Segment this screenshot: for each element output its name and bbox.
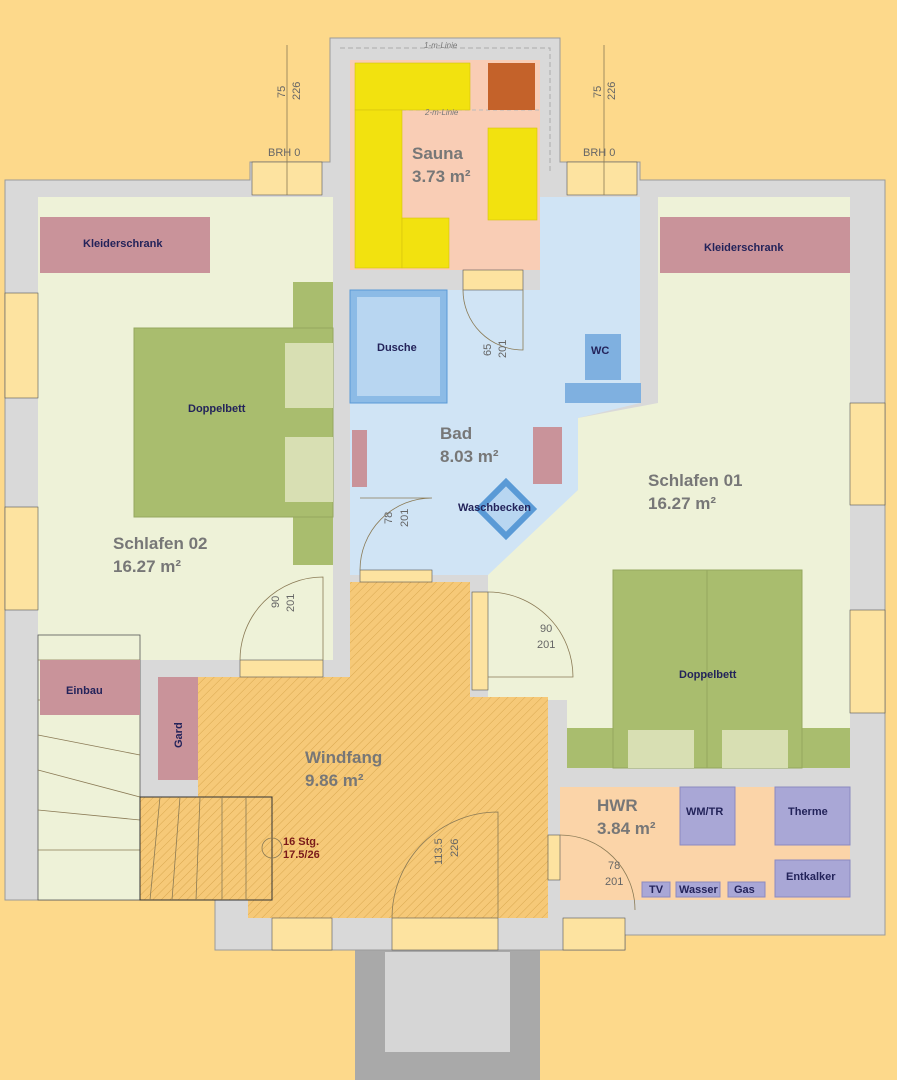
label-tv: TV [649, 884, 664, 896]
dim-door-sauna-height: 201 [497, 340, 509, 358]
wardrobe-left [40, 217, 210, 273]
dim-door-bad-width: 78 [383, 512, 395, 524]
dim-entry-door-height: 226 [449, 839, 461, 857]
dim-window-left-width: 75 [276, 86, 288, 98]
pillow [722, 730, 788, 768]
room-name-schlafen-02: Schlafen 02 [113, 534, 208, 553]
sauna-bench-right [487, 127, 538, 221]
dim-window-right-width: 75 [592, 86, 604, 98]
wardrobe-gard [158, 677, 198, 780]
wc-tank [565, 383, 641, 403]
label-2m-line: 2-m-Linie [424, 108, 459, 117]
dim-window-right-height: 226 [606, 82, 618, 100]
wc [585, 334, 621, 380]
label-entkalker: Entkalker [786, 871, 836, 883]
door-bad[interactable] [359, 569, 433, 583]
water-connection [675, 881, 721, 898]
window-right-1 [849, 402, 886, 506]
room-name-schlafen-01: Schlafen 01 [648, 471, 743, 490]
room-area-windfang: 9.86 m² [305, 771, 364, 790]
pillow [628, 730, 694, 768]
wardrobe-right [660, 217, 850, 273]
door-hwr[interactable] [547, 834, 561, 881]
entry-landing [385, 952, 510, 1052]
window-bottom-right [562, 917, 626, 951]
tv-connection [641, 881, 671, 898]
label-waschbecken: Waschbecken [458, 502, 531, 514]
label-therme: Therme [788, 806, 828, 818]
room-area-schlafen-02: 16.27 m² [113, 557, 181, 576]
label-stairs-count: 16 Stg. [283, 836, 319, 848]
shower-tray [357, 297, 440, 396]
dim-window-left-height: 226 [291, 82, 303, 100]
label-wasser: Wasser [679, 884, 718, 896]
label-dusche: Dusche [377, 342, 417, 354]
label-stairs-ratio: 17.5/26 [283, 849, 320, 861]
window-left-2 [4, 506, 39, 611]
label-1m-line: 1-m-Linie [424, 41, 458, 50]
door-sauna[interactable] [462, 269, 524, 291]
dim-door-schlafen01-height: 201 [537, 639, 555, 651]
pillow [285, 343, 333, 408]
window-bottom-left [271, 917, 333, 951]
therme [774, 786, 851, 846]
gas-connection [727, 881, 766, 898]
door-schlafen-02[interactable] [239, 659, 324, 678]
dim-door-schlafen01-width: 90 [540, 623, 552, 635]
dim-door-hwr-width: 78 [608, 860, 620, 872]
sauna-bench-left [354, 109, 403, 269]
door-schlafen-01[interactable] [471, 591, 489, 691]
washer-dryer [679, 786, 736, 846]
sauna-bench-top [354, 62, 471, 111]
window-top-right [566, 161, 638, 196]
dim-door-schlafen02-height: 201 [285, 594, 297, 612]
entkalker [774, 859, 851, 898]
entry-door[interactable] [391, 917, 499, 951]
cabinet-right [533, 427, 562, 484]
room-area-sauna: 3.73 m² [412, 167, 471, 186]
room-name-sauna: Sauna [412, 144, 464, 163]
one-meter-line [340, 47, 551, 172]
room-area-hwr: 3.84 m² [597, 819, 656, 838]
stair-run [139, 796, 273, 901]
sauna-oven [488, 63, 535, 110]
label-doppelbett-left: Doppelbett [188, 403, 246, 415]
label-doppelbett-right: Doppelbett [679, 669, 737, 681]
room-name-bad: Bad [440, 424, 472, 443]
dim-door-hwr-height: 201 [605, 876, 623, 888]
door-swings [239, 45, 636, 919]
room-windfang[interactable] [198, 582, 548, 918]
room-area-schlafen-01: 16.27 m² [648, 494, 716, 513]
label-gas: Gas [734, 884, 755, 896]
room-area-bad: 8.03 m² [440, 447, 499, 466]
label-kleiderschrank-left: Kleiderschrank [83, 238, 163, 250]
window-right-2 [849, 609, 886, 714]
pillow [285, 437, 333, 502]
dim-door-schlafen02-width: 90 [270, 596, 282, 608]
dim-door-bad-height: 201 [399, 509, 411, 527]
room-name-hwr: HWR [597, 796, 638, 815]
label-brh-left: BRH 0 [268, 147, 300, 159]
window-left-1 [4, 292, 39, 399]
label-wc: WC [591, 345, 609, 357]
stair-run-lines [149, 796, 247, 901]
towel-rack-left [352, 430, 367, 487]
sauna-bench-bottom [401, 217, 450, 269]
label-kleiderschrank-right: Kleiderschrank [704, 242, 784, 254]
label-einbau: Einbau [66, 685, 103, 697]
label-gard: Gard [173, 722, 185, 748]
dim-entry-door-width: 113.5 [433, 838, 445, 865]
dim-door-sauna-width: 65 [482, 344, 494, 356]
washbasin [474, 477, 538, 541]
room-name-windfang: Windfang [305, 748, 382, 767]
label-brh-right: BRH 0 [583, 147, 615, 159]
einbau-cabinet [40, 660, 140, 715]
stair-arrow-circle [261, 837, 283, 859]
label-wmtr: WM/TR [686, 806, 723, 818]
